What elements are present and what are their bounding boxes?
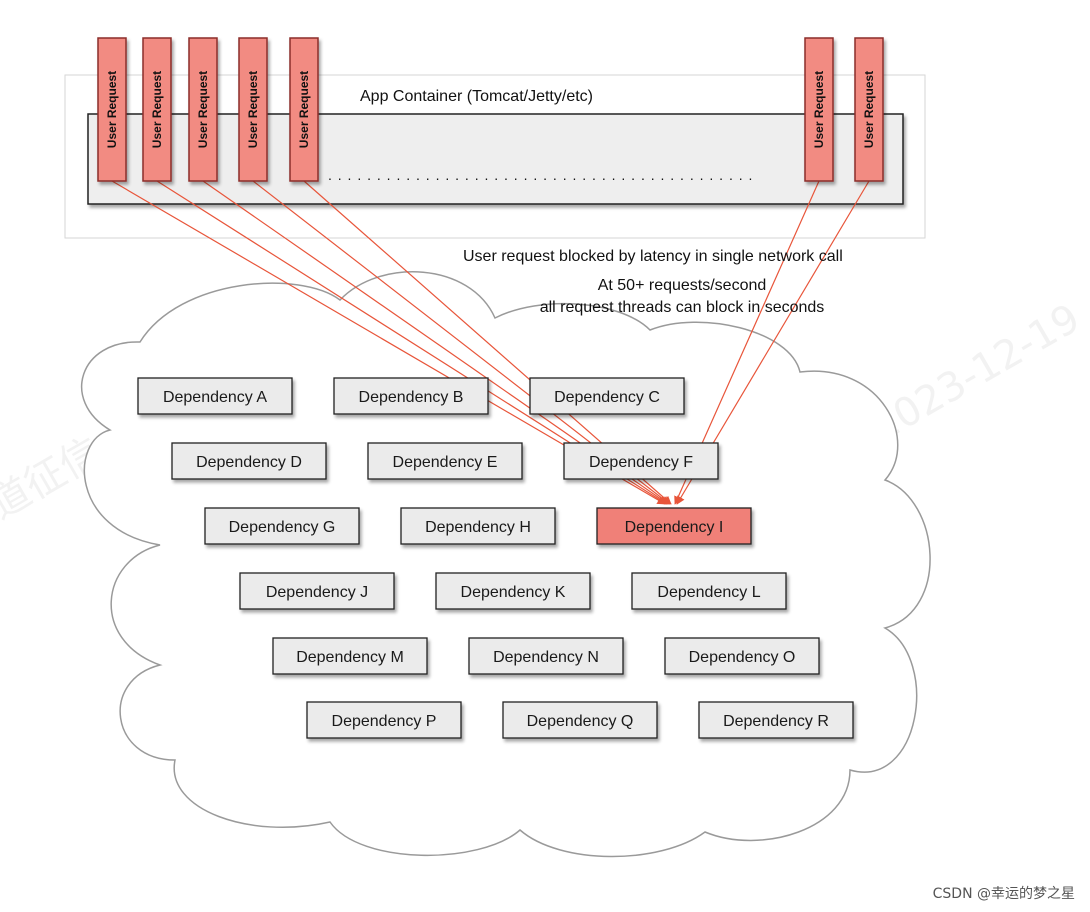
note-line-2: At 50+ requests/second xyxy=(598,277,767,294)
dependency-box: Dependency G xyxy=(204,507,360,545)
dependency-label: Dependency J xyxy=(266,584,368,601)
user-request-label: User Request xyxy=(862,71,876,148)
dependency-label: Dependency N xyxy=(493,649,599,666)
dependency-label: Dependency B xyxy=(359,389,464,406)
dependency-label: Dependency F xyxy=(589,454,693,471)
dependency-label: Dependency O xyxy=(689,649,796,666)
dependency-box: Dependency L xyxy=(631,572,787,610)
dependency-box: Dependency K xyxy=(435,572,591,610)
dependency-box: Dependency J xyxy=(239,572,395,610)
app-container-inner xyxy=(87,113,904,205)
dependency-label: Dependency I xyxy=(625,519,724,536)
user-request-bar: User Request xyxy=(804,37,834,182)
dependency-label: Dependency K xyxy=(461,584,566,601)
user-request-bar: User Request xyxy=(854,37,884,182)
dependency-label: Dependency C xyxy=(554,389,660,406)
dependency-label: Dependency H xyxy=(425,519,531,536)
note-line-1: User request blocked by latency in singl… xyxy=(463,248,843,265)
user-request-label: User Request xyxy=(246,71,260,148)
dependency-box: Dependency E xyxy=(367,442,523,480)
dependency-label: Dependency M xyxy=(296,649,404,666)
requests-ellipsis: . . . . . . . . . . . . . . . . . . . . … xyxy=(328,167,753,183)
dependency-box: Dependency O xyxy=(664,637,820,675)
dependency-box: Dependency H xyxy=(400,507,556,545)
dependency-label: Dependency G xyxy=(229,519,336,536)
dependency-box: Dependency A xyxy=(137,377,293,415)
dependency-box: Dependency C xyxy=(529,377,685,415)
user-request-bar: User Request xyxy=(97,37,127,182)
app-container-label: App Container (Tomcat/Jetty/etc) xyxy=(360,88,593,105)
dependency-label: Dependency P xyxy=(332,713,437,730)
user-requests: User Request User Request User Request User… xyxy=(97,37,884,182)
user-request-label: User Request xyxy=(196,71,210,148)
dependency-box: Dependency R xyxy=(698,701,854,739)
csdn-credit: CSDN @幸运的梦之星 xyxy=(933,886,1075,902)
user-request-bar: User Request xyxy=(238,37,268,182)
dependency-box: Dependency Q xyxy=(502,701,658,739)
user-request-label: User Request xyxy=(150,71,164,148)
dependency-box: Dependency P xyxy=(306,701,462,739)
user-request-label: User Request xyxy=(812,71,826,148)
user-request-bar: User Request xyxy=(188,37,218,182)
dependency-box: Dependency I xyxy=(596,507,752,545)
dependency-box: Dependency D xyxy=(171,442,327,480)
dependency-box: Dependency B xyxy=(333,377,489,415)
user-request-label: User Request xyxy=(297,71,311,148)
user-request-bar: User Request xyxy=(289,37,319,182)
dependency-grid: Dependency A Dependency B Dependency C Depe… xyxy=(137,377,854,739)
note-line-3: all request threads can block in seconds xyxy=(540,299,825,316)
dependency-cloud xyxy=(81,271,931,858)
dependency-label: Dependency R xyxy=(723,713,829,730)
dependency-box: Dependency N xyxy=(468,637,624,675)
user-request-label: User Request xyxy=(105,71,119,148)
dependency-box: Dependency M xyxy=(272,637,428,675)
user-request-bar: User Request xyxy=(142,37,172,182)
dependency-label: Dependency Q xyxy=(527,713,634,730)
dependency-label: Dependency D xyxy=(196,454,302,471)
dependency-label: Dependency L xyxy=(657,584,760,601)
dependency-box: Dependency F xyxy=(563,442,719,480)
dependency-label: Dependency A xyxy=(163,389,267,406)
dependency-label: Dependency E xyxy=(393,454,498,471)
